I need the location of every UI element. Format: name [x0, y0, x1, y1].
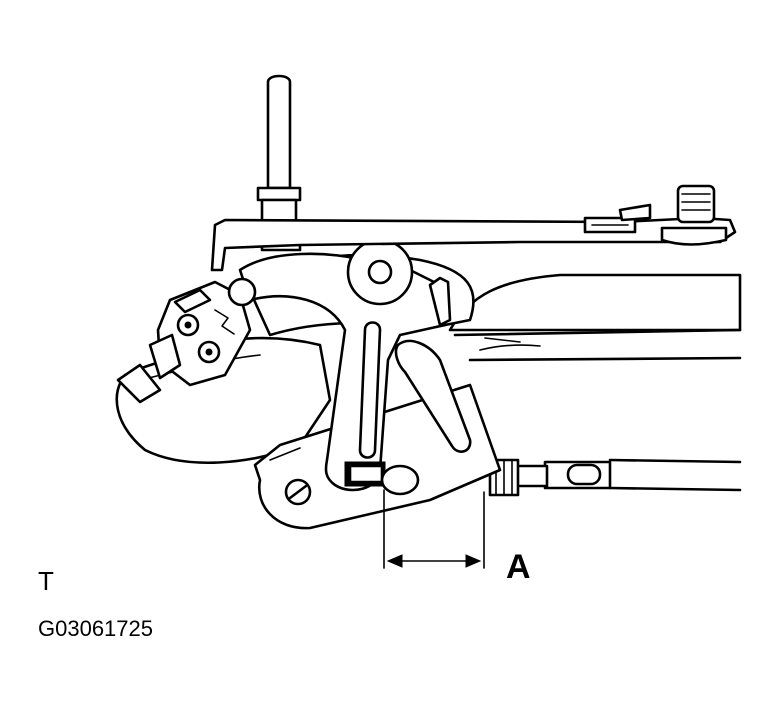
dimension-a-label: A: [506, 548, 531, 586]
dimension-a-indicator: [383, 489, 485, 569]
parking-brake-lever: [227, 238, 472, 496]
corner-mark: T: [38, 566, 54, 596]
figure-code: G03061725: [38, 616, 153, 641]
cable-guide-bracket: [448, 273, 742, 362]
top-mounting-plate: [210, 184, 737, 272]
release-pawl-assembly: [148, 280, 252, 387]
